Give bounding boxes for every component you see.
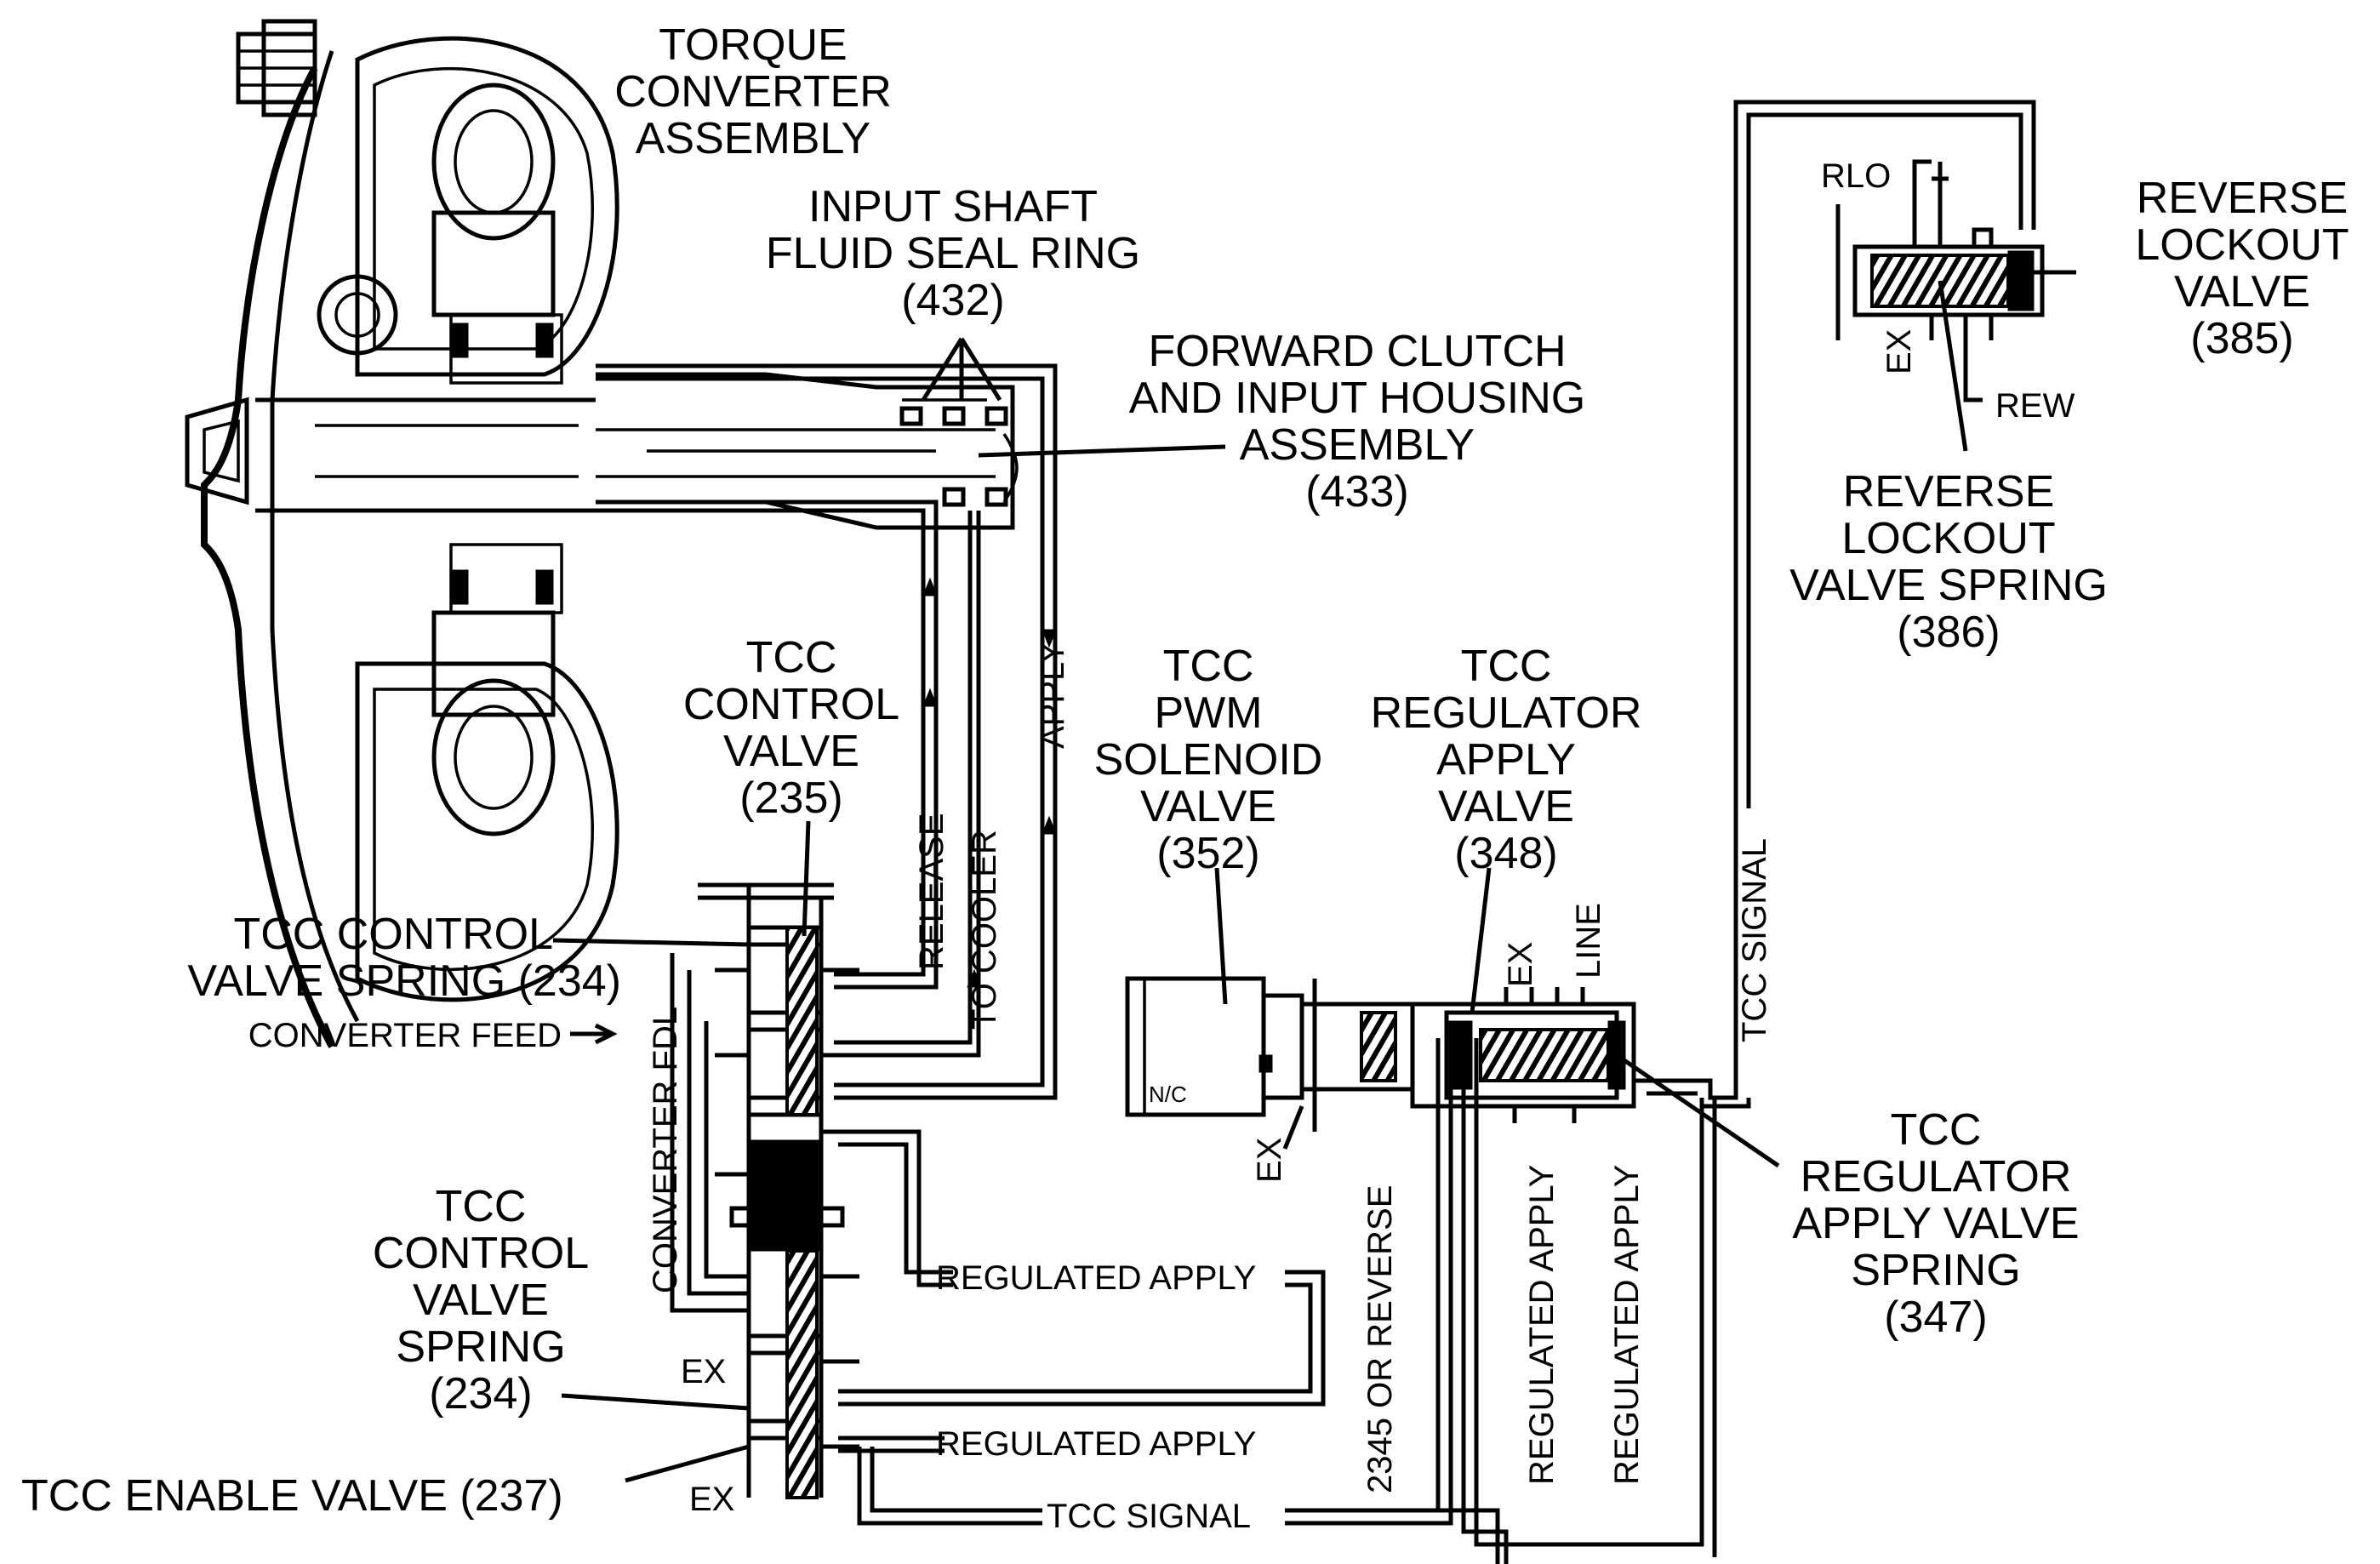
pwm-line5: (352) bbox=[1156, 829, 1259, 878]
forward-clutch-line2: AND INPUT HOUSING bbox=[1129, 374, 1585, 423]
input-shaft-line3: (432) bbox=[901, 276, 1004, 325]
forward-clutch-line4: (433) bbox=[1305, 467, 1408, 517]
tcc-signal-riser bbox=[1702, 100, 2036, 1109]
label-tcc-control-valve-spring-bottom: TCC CONTROL VALVE SPRING (234) bbox=[373, 1182, 589, 1418]
passage-line: LINE bbox=[1570, 903, 1607, 979]
reg-spring-line1: TCC bbox=[1891, 1105, 1982, 1155]
label-input-shaft-seal: INPUT SHAFT FLUID SEAL RING (432) bbox=[766, 182, 1140, 325]
tcc-pwm-solenoid bbox=[1125, 976, 1415, 1150]
reverse-lockout-valve bbox=[1835, 159, 2045, 402]
reg-spring-line3: APPLY VALVE bbox=[1792, 1199, 2079, 1248]
pwm-line4: VALVE bbox=[1140, 782, 1276, 831]
spring-bottom-line3: VALVE bbox=[413, 1276, 549, 1325]
input-shaft bbox=[596, 372, 1019, 530]
reg-valve-line2: REGULATOR bbox=[1371, 688, 1642, 738]
passage-release: RELEASE bbox=[913, 813, 950, 970]
spring-top-line1: TCC CONTROL bbox=[233, 910, 553, 959]
passage-ex-rlo: EX bbox=[1881, 329, 1918, 374]
reg-spring-line2: REGULATOR bbox=[1801, 1152, 2072, 1202]
reg-valve-line1: TCC bbox=[1461, 642, 1552, 691]
rlo-spring-line4: (386) bbox=[1897, 608, 2000, 657]
reg-valve-line4: VALVE bbox=[1438, 782, 1574, 831]
reg-valve-line3: APPLY bbox=[1436, 735, 1576, 785]
passage-converter-fdl: CONVERTER FDL bbox=[647, 1007, 684, 1293]
pwm-line1: TCC bbox=[1163, 642, 1254, 691]
rlo-spring-line2: LOCKOUT bbox=[1841, 514, 2055, 563]
spring-bottom-line2: CONTROL bbox=[373, 1229, 589, 1278]
label-tcc-control-valve: TCC CONTROL VALVE (235) bbox=[683, 633, 899, 823]
rlo-valve-line4: (385) bbox=[2190, 314, 2293, 363]
pwm-line2: PWM bbox=[1154, 688, 1262, 738]
torque-converter-line1: TORQUE bbox=[659, 20, 848, 70]
passage-to-cooler: TO COOLER bbox=[966, 830, 1003, 1030]
passage-tcc-signal-bottom: TCC SIGNAL bbox=[1047, 1498, 1251, 1535]
spring-bottom-line1: TCC bbox=[436, 1182, 527, 1231]
passage-regulated-apply-v2: REGULATED APPLY bbox=[1608, 1165, 1646, 1485]
input-shaft-line1: INPUT SHAFT bbox=[808, 182, 1098, 231]
spring-bottom-line4: SPRING bbox=[396, 1322, 565, 1372]
label-reverse-lockout-valve-spring: REVERSE LOCKOUT VALVE SPRING (386) bbox=[1789, 467, 2108, 657]
reg-spring-line4: SPRING bbox=[1851, 1246, 2020, 1295]
passage-regulated-apply-v1: REGULATED APPLY bbox=[1523, 1165, 1561, 1485]
passage-2345-or-reverse: 2345 OR REVERSE bbox=[1361, 1185, 1399, 1493]
passage-ex-solenoid: EX bbox=[1251, 1138, 1288, 1183]
label-torque-converter: TORQUE CONVERTER ASSEMBLY bbox=[614, 20, 892, 163]
pwm-line3: SOLENOID bbox=[1094, 735, 1323, 785]
passage-regulated-apply-1: REGULATED APPLY bbox=[936, 1259, 1256, 1297]
torque-converter-line3: ASSEMBLY bbox=[636, 114, 870, 163]
tcc-control-valve-line2: CONTROL bbox=[683, 680, 899, 729]
passage-rew: REW bbox=[1995, 387, 2075, 425]
label-tcc-regulator-apply-valve: TCC REGULATOR APPLY VALVE (348) bbox=[1371, 642, 1642, 878]
label-forward-clutch: FORWARD CLUTCH AND INPUT HOUSING ASSEMBL… bbox=[1129, 327, 1585, 517]
apply-release-channels bbox=[596, 363, 1058, 1100]
passage-ex-regulator: EX bbox=[1502, 942, 1539, 987]
passage-ex-control: EX bbox=[681, 1353, 726, 1390]
spring-bottom-line5: (234) bbox=[429, 1369, 532, 1418]
passage-ex-enable: EX bbox=[689, 1481, 734, 1518]
tcc-control-valve-line4: (235) bbox=[739, 773, 842, 823]
passage-rlo: RLO bbox=[1821, 157, 1891, 195]
rlo-valve-line3: VALVE bbox=[2174, 267, 2310, 317]
rlo-spring-line3: VALVE SPRING bbox=[1789, 561, 2108, 610]
label-reverse-lockout-valve: REVERSE LOCKOUT VALVE (385) bbox=[2135, 174, 2349, 363]
torque-converter-assembly bbox=[185, 19, 619, 1048]
passage-converter-feed: CONVERTER FEED bbox=[248, 1017, 562, 1054]
solenoid-nc-label: N/C bbox=[1149, 1082, 1187, 1107]
forward-clutch-line1: FORWARD CLUTCH bbox=[1148, 327, 1566, 376]
label-tcc-pwm-solenoid: TCC PWM SOLENOID VALVE (352) bbox=[1094, 642, 1323, 878]
tcc-control-valve-body bbox=[670, 882, 859, 1499]
reg-spring-line5: (347) bbox=[1884, 1293, 1987, 1342]
torque-converter-line2: CONVERTER bbox=[614, 67, 892, 117]
label-tcc-control-valve-spring-top: TCC CONTROL VALVE SPRING (234) bbox=[187, 910, 621, 1006]
passage-tcc-signal-vertical: TCC SIGNAL bbox=[1736, 838, 1773, 1042]
reg-valve-line5: (348) bbox=[1454, 829, 1557, 878]
spring-top-line2: VALVE SPRING (234) bbox=[187, 956, 621, 1006]
leader-lines bbox=[552, 176, 2076, 1483]
passage-apply: APPLY bbox=[1034, 642, 1071, 749]
tcc-control-valve-line1: TCC bbox=[746, 633, 837, 682]
forward-clutch-line3: ASSEMBLY bbox=[1240, 420, 1475, 470]
label-tcc-enable-valve: TCC ENABLE VALVE (237) bbox=[21, 1471, 563, 1521]
passage-regulated-apply-2: REGULATED APPLY bbox=[936, 1425, 1256, 1463]
rlo-valve-line2: LOCKOUT bbox=[2135, 220, 2349, 270]
rlo-valve-line1: REVERSE bbox=[2137, 174, 2349, 223]
lower-passages bbox=[838, 1038, 1717, 1564]
input-shaft-line2: FLUID SEAL RING bbox=[766, 229, 1140, 278]
tcc-control-valve-line3: VALVE bbox=[723, 727, 859, 776]
rlo-spring-line1: REVERSE bbox=[1843, 467, 2055, 517]
label-tcc-regulator-apply-valve-spring: TCC REGULATOR APPLY VALVE SPRING (347) bbox=[1792, 1105, 2079, 1342]
